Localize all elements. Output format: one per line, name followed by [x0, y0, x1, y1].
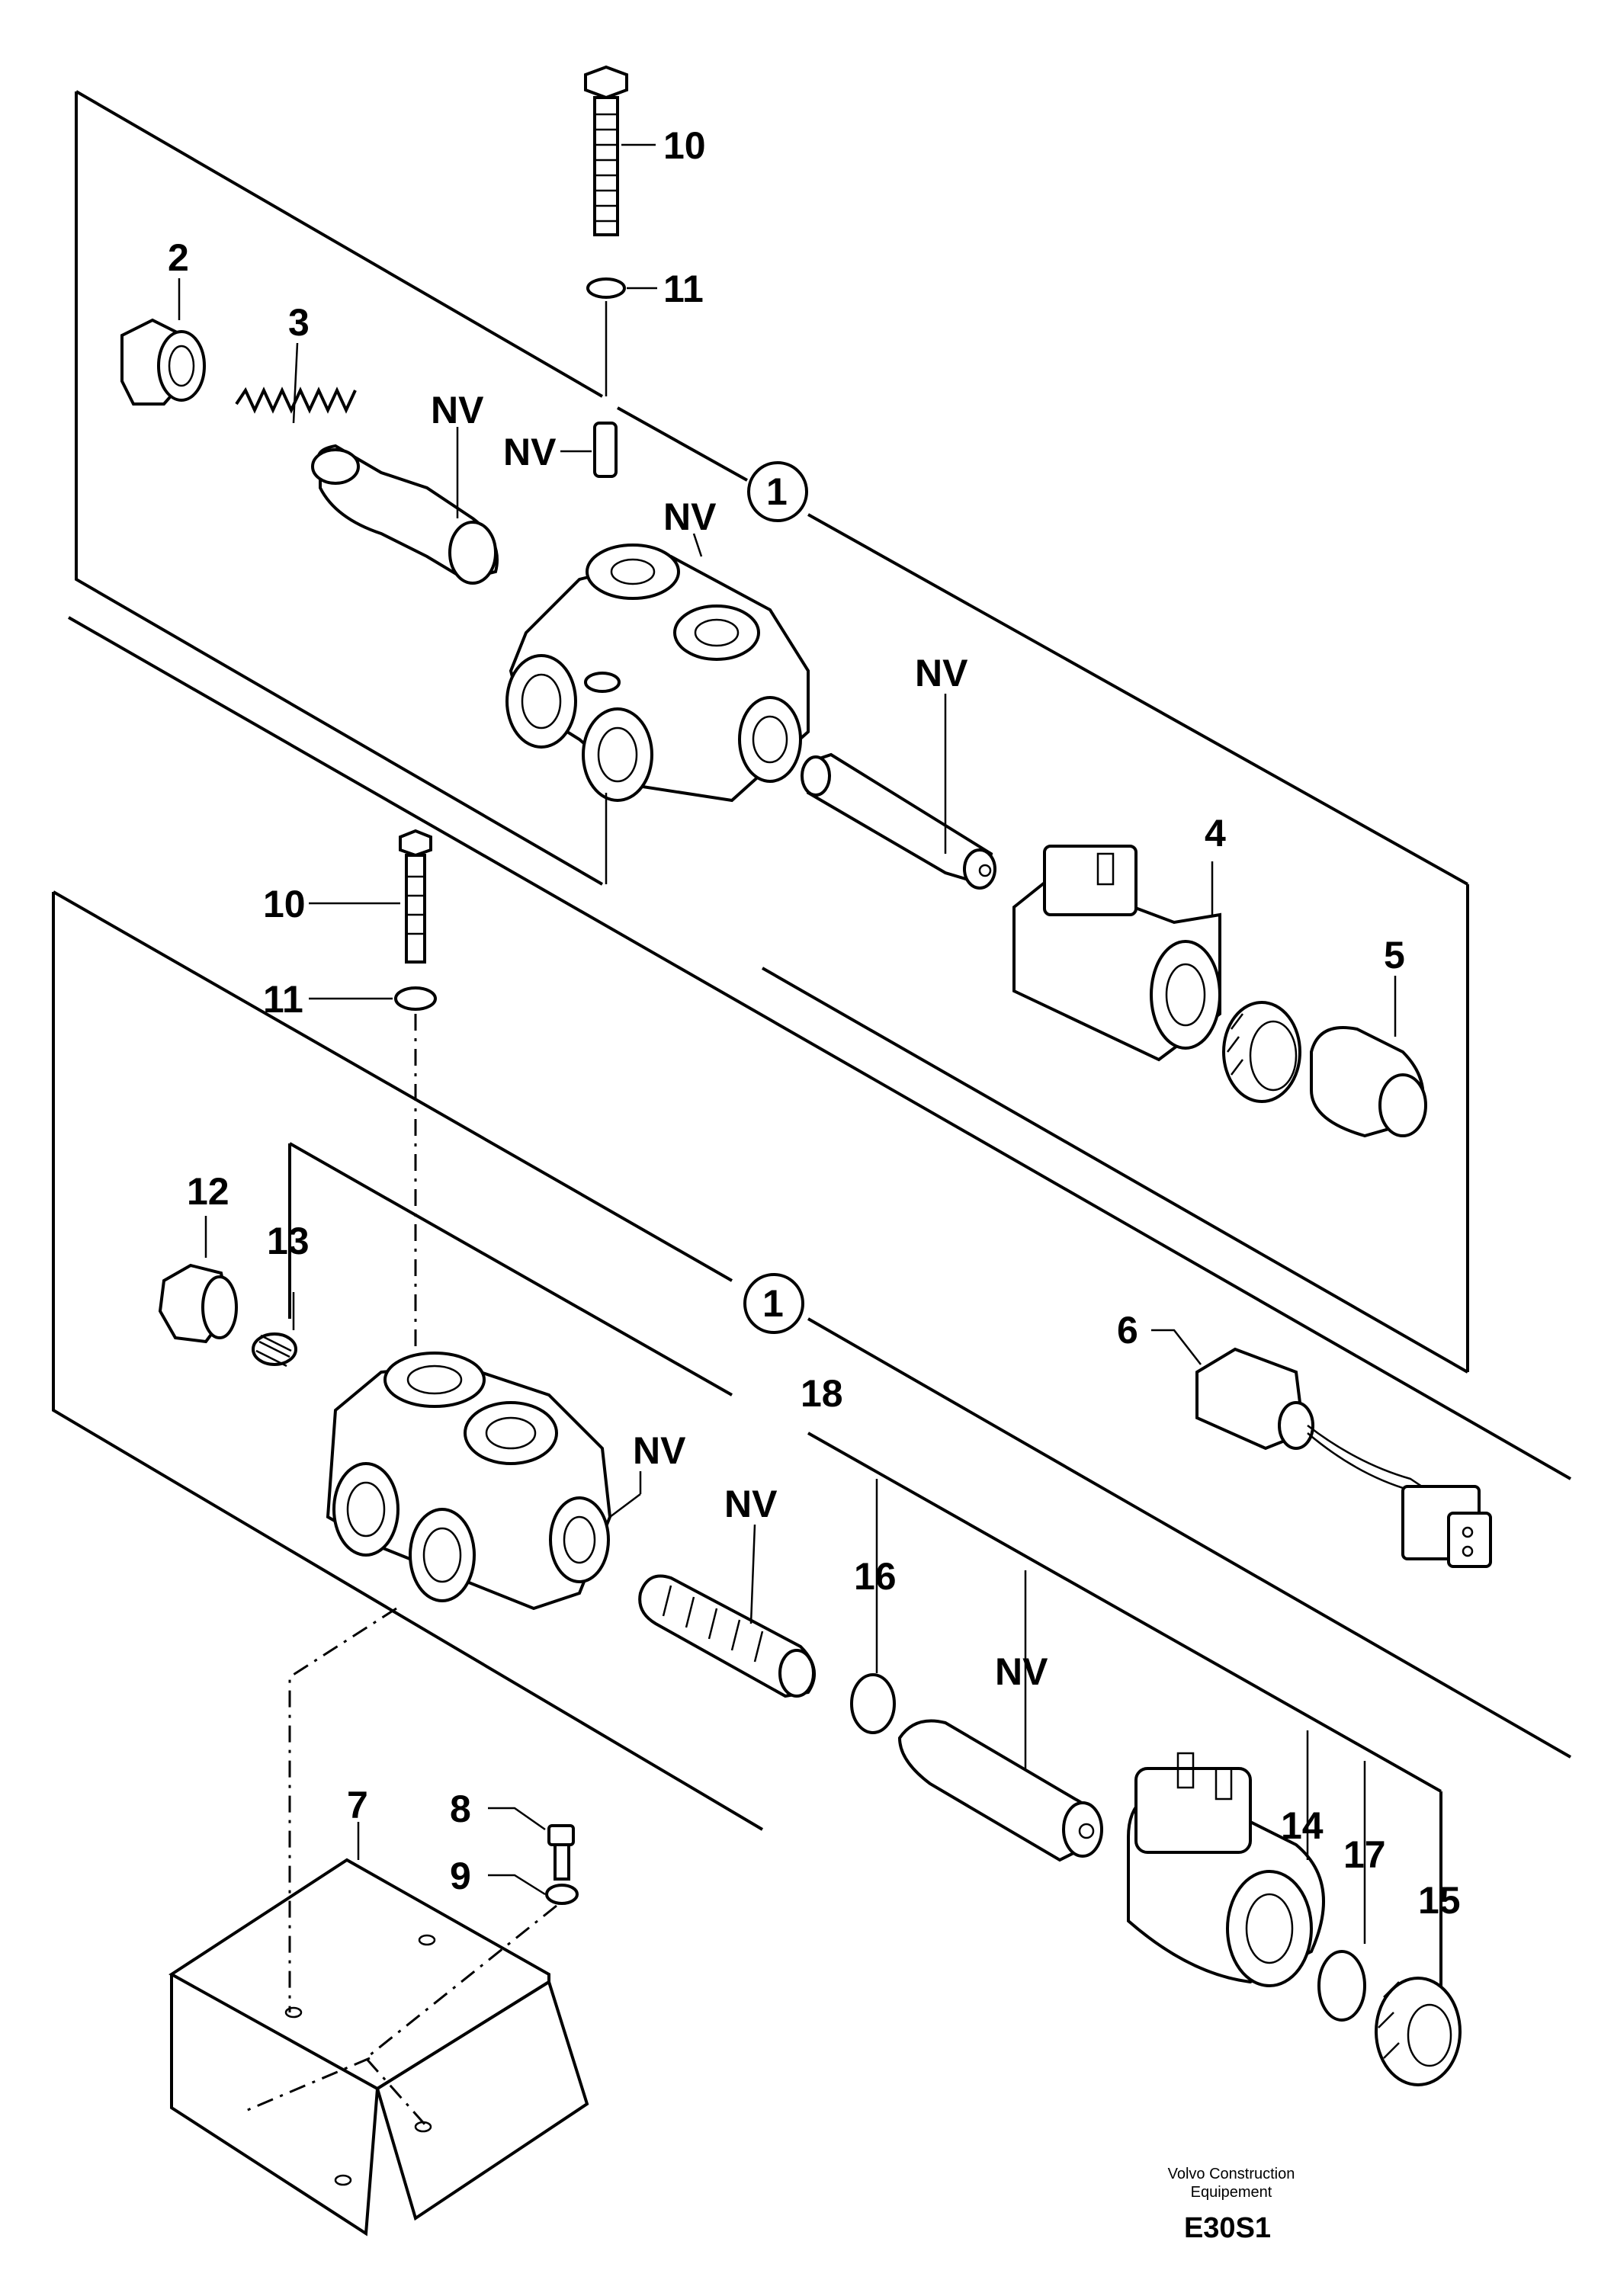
label-1-lower: 1: [762, 1282, 784, 1325]
screw: [547, 1824, 575, 1881]
upper-assembly-panel: [75, 90, 1469, 1374]
label-6: 6: [1117, 1309, 1138, 1352]
label-1-upper: 1: [766, 470, 788, 513]
label-7: 7: [347, 1784, 368, 1826]
label-nv-tube-lower: NV: [995, 1650, 1048, 1693]
label-8: 8: [450, 1788, 471, 1830]
part-labels: 10 11 2 3 NV NV NV NV 1 4 5 10 11 12 13 …: [168, 124, 1461, 1922]
label-16: 16: [854, 1555, 897, 1598]
knurled-nut-upper: [1222, 1001, 1301, 1103]
label-17: 17: [1343, 1833, 1386, 1876]
label-18: 18: [801, 1372, 843, 1415]
label-3: 3: [288, 301, 310, 344]
label-nv-pin: NV: [503, 431, 557, 473]
spool-lower: [638, 1574, 816, 1698]
label-5: 5: [1384, 934, 1405, 976]
knurled-nut-lower: [1375, 1977, 1462, 2086]
label-2: 2: [168, 236, 189, 279]
nut-plug: [120, 318, 206, 406]
credit-line-1: Volvo Construction: [1168, 2166, 1295, 2182]
washer-9: [545, 1884, 579, 1905]
footer: Volvo Construction Equipement E30S1: [1168, 2166, 1295, 2244]
plug-lower: [158, 1263, 238, 1344]
assembly-ref-circle-upper: [747, 461, 808, 522]
solenoid-tube-upper: [801, 752, 996, 890]
label-12: 12: [187, 1170, 229, 1213]
pin: [593, 422, 618, 478]
bolt-lower: [399, 829, 432, 964]
label-11-upper: 11: [663, 268, 704, 310]
valve-body-upper: [505, 544, 810, 803]
label-nv-tube-upper: NV: [915, 652, 968, 694]
bolt-upper: [584, 65, 628, 236]
coil-lower: [1127, 1752, 1325, 1987]
drawing-code: E30S1: [1184, 2212, 1271, 2244]
credit-line-2: Equipement: [1191, 2184, 1272, 2201]
lower-assembly-panel: [52, 616, 1571, 1831]
label-4: 4: [1205, 812, 1226, 855]
mounting-bracket: [168, 1858, 589, 2237]
sensor-connector: [1195, 1347, 1492, 1568]
washer-upper: [586, 277, 626, 299]
solenoid-tube-lower: [897, 1719, 1103, 1862]
o-ring-16: [850, 1673, 896, 1734]
o-ring-17: [1317, 1950, 1366, 2022]
label-nv-body-upper: NV: [663, 495, 717, 538]
label-13: 13: [267, 1220, 310, 1262]
label-10-lower: 10: [263, 883, 306, 925]
washer-lower: [394, 986, 437, 1011]
label-15: 15: [1418, 1879, 1461, 1922]
label-nv-body-lower: NV: [633, 1429, 686, 1472]
valve-body-lower: [326, 1352, 612, 1611]
assembly-ref-circle-lower: [743, 1273, 804, 1334]
label-14: 14: [1281, 1804, 1324, 1847]
coil-upper: [1012, 845, 1221, 1062]
label-nv-spool-upper: NV: [431, 389, 484, 431]
label-10-upper: 10: [663, 124, 706, 167]
cap: [1310, 1026, 1427, 1138]
label-11-lower: 11: [263, 978, 303, 1021]
spring: [235, 386, 357, 414]
label-nv-spool-lower: NV: [724, 1483, 778, 1525]
label-9: 9: [450, 1855, 471, 1897]
spring-lower: [252, 1332, 297, 1368]
spool-upper: [311, 444, 499, 585]
